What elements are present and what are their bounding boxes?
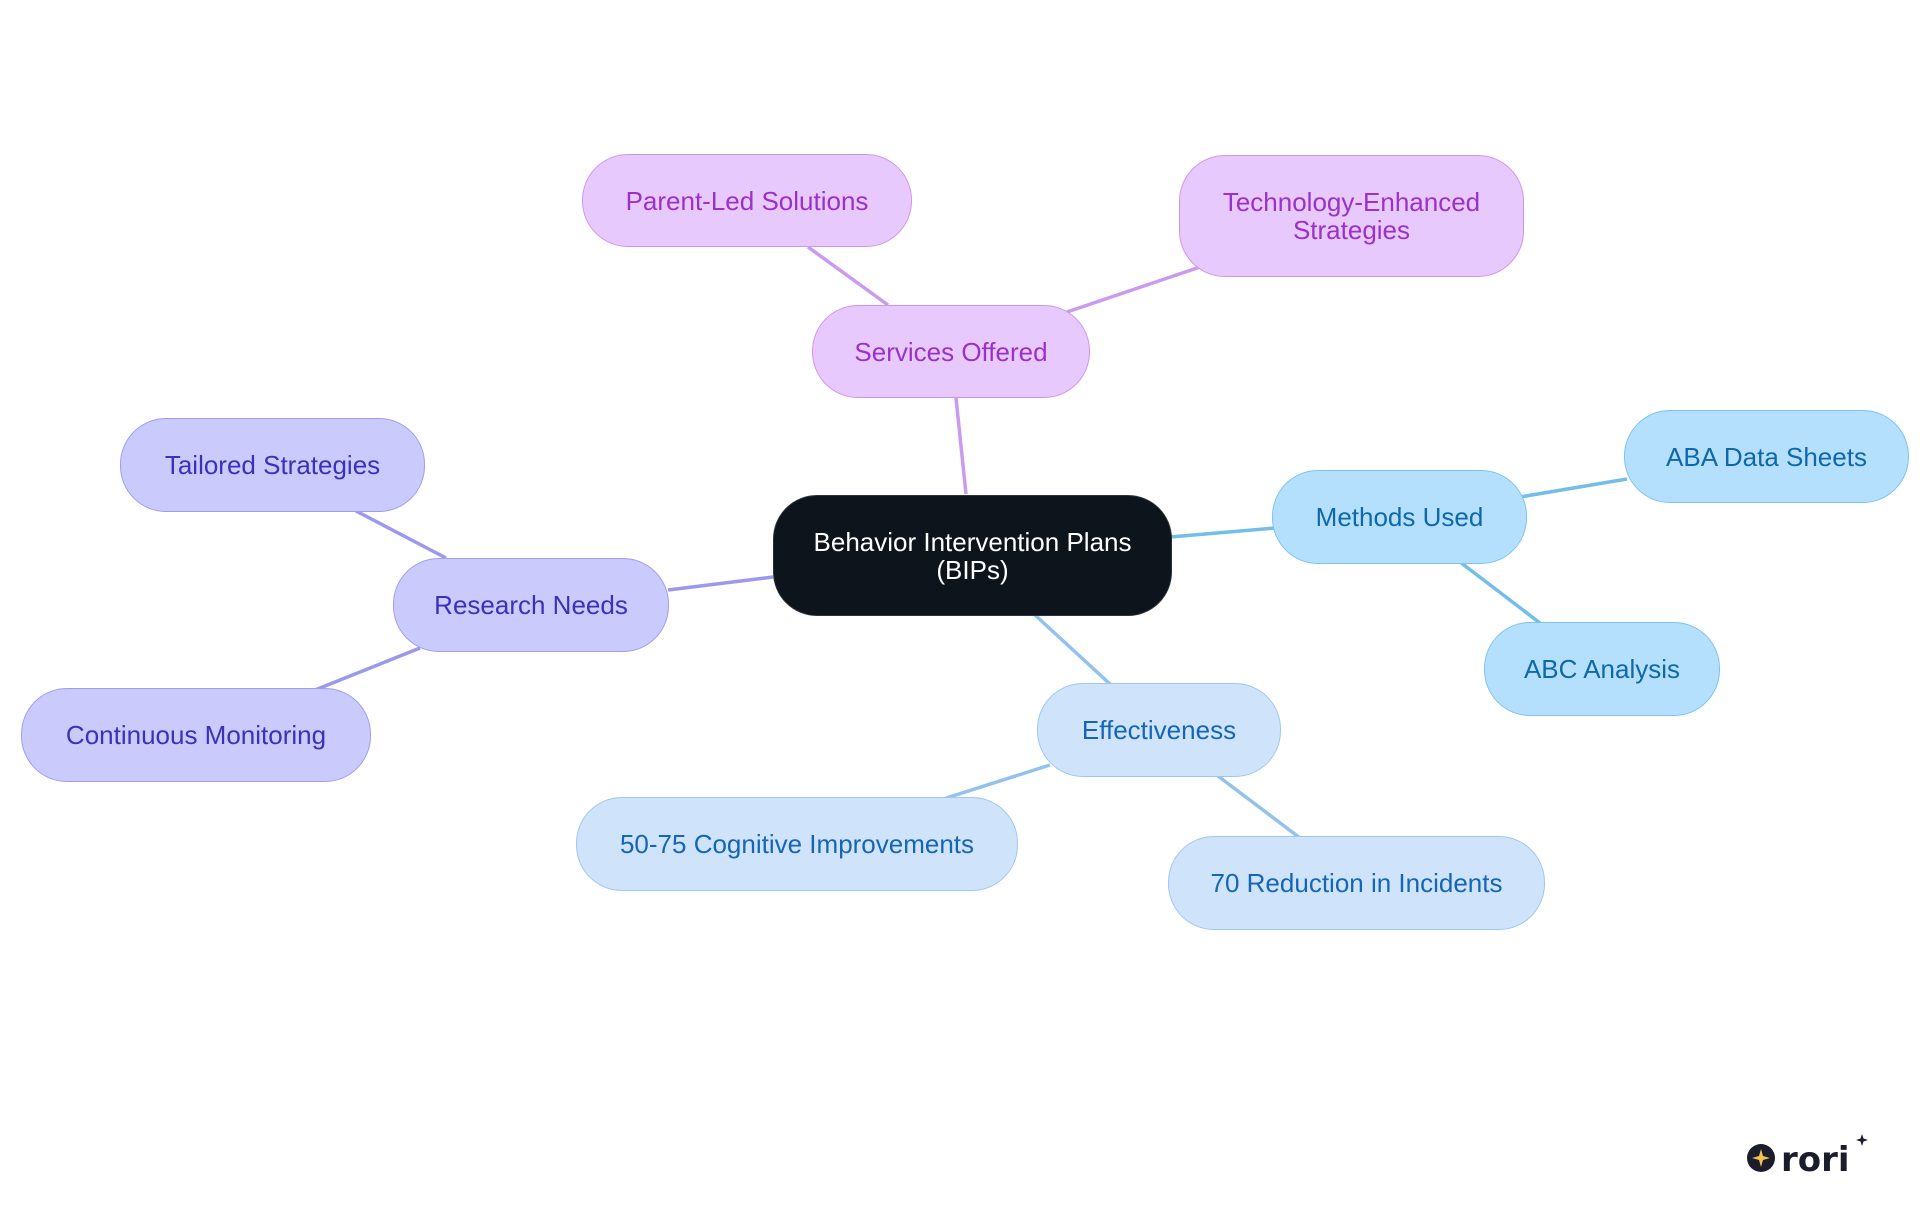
technology-enhanced-label-line1: Technology-Enhanced (1222, 187, 1481, 217)
services-offered-node[interactable]: Services Offered (812, 305, 1090, 398)
cognitive-improvements-label: 50-75 Cognitive Improvements (619, 829, 975, 859)
root-label-line1: Behavior Intervention Plans (813, 526, 1132, 557)
root-node[interactable]: Behavior Intervention Plans (BIPs) (773, 495, 1172, 616)
reduction-in-incidents-label: 70 Reduction in Incidents (1210, 868, 1503, 898)
edge-root-methods (1169, 526, 1276, 539)
research-needs-node[interactable]: Research Needs (393, 558, 669, 652)
logo-sparkle-icon (1856, 1134, 1868, 1146)
edge-methods-aba (1519, 477, 1628, 499)
logo-text: rori (1781, 1140, 1850, 1176)
methods-used-node[interactable]: Methods Used (1272, 470, 1527, 564)
edge-effect-cognitive (939, 763, 1051, 802)
star-icon (1752, 1149, 1770, 1167)
effectiveness-label: Effectiveness (1081, 715, 1237, 745)
edge-root-services (954, 397, 968, 495)
abc-analysis-label: ABC Analysis (1523, 654, 1681, 684)
aba-data-sheets-label: ABA Data Sheets (1666, 441, 1867, 472)
services-offered-label: Services Offered (854, 336, 1048, 367)
edge-effect-reduction (1216, 774, 1302, 840)
effectiveness-node[interactable]: Effectiveness (1037, 683, 1281, 777)
tailored-strategies-node[interactable]: Tailored Strategies (120, 418, 425, 512)
technology-enhanced-label-line2: Strategies (1292, 215, 1411, 245)
edge-root-research (667, 575, 774, 592)
tailored-strategies-label: Tailored Strategies (164, 450, 381, 480)
logo-graphic: rori (1747, 1134, 1868, 1180)
reduction-in-incidents-node[interactable]: 70 Reduction in Incidents (1168, 836, 1545, 930)
continuous-monitoring-label: Continuous Monitoring (65, 720, 327, 750)
edge-services-parent (806, 245, 890, 307)
technology-enhanced-strategies-node[interactable]: Technology-Enhanced Strategies (1179, 155, 1524, 277)
edge-research-continuous (314, 646, 421, 692)
methods-used-label: Methods Used (1315, 502, 1484, 532)
root-label-line2: (BIPs) (936, 554, 1009, 585)
research-needs-label: Research Needs (434, 590, 628, 620)
cognitive-improvements-node[interactable]: 50-75 Cognitive Improvements (576, 797, 1018, 891)
aba-data-sheets-node[interactable]: ABA Data Sheets (1624, 410, 1909, 503)
abc-analysis-node[interactable]: ABC Analysis (1484, 622, 1720, 716)
parent-led-solutions-label: Parent-Led Solutions (625, 185, 869, 216)
edge-methods-abc (1458, 560, 1542, 625)
continuous-monitoring-node[interactable]: Continuous Monitoring (21, 688, 371, 782)
edge-research-tailored (355, 509, 447, 560)
edge-root-effectiveness (1033, 613, 1112, 686)
edge-services-tech (1066, 265, 1201, 314)
parent-led-solutions-node[interactable]: Parent-Led Solutions (582, 154, 912, 247)
rori-logo: rori (1745, 1132, 1870, 1180)
